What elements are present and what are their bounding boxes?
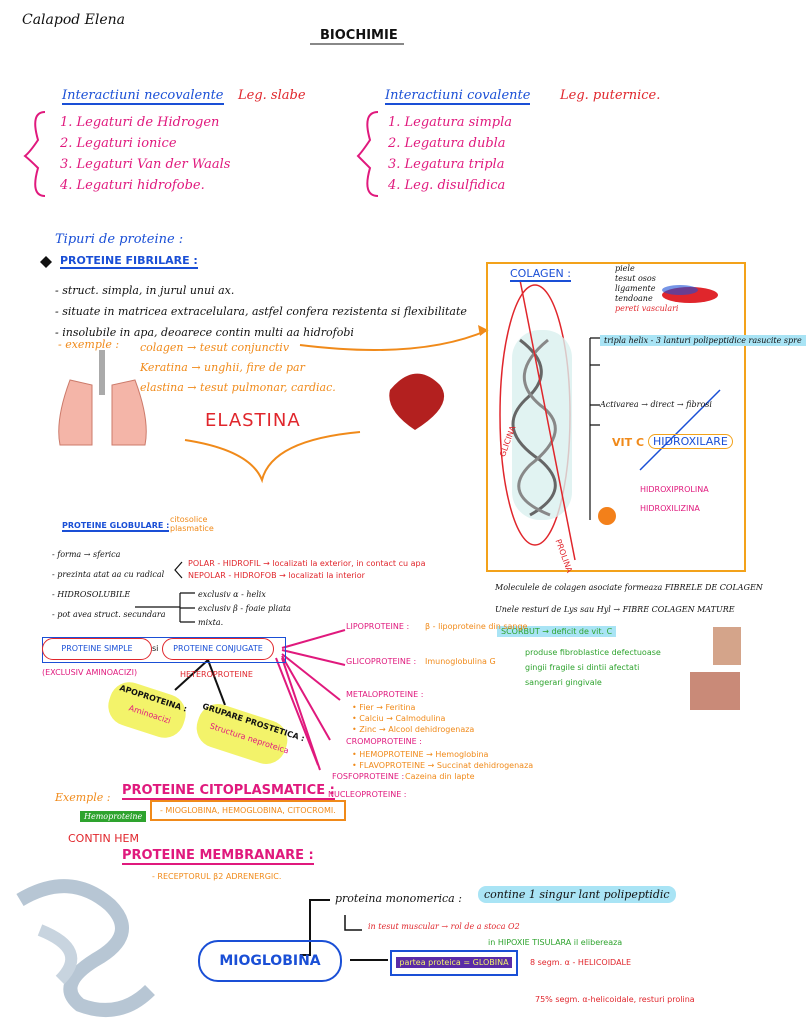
glycoproteins-example: Imunoglobulina G xyxy=(425,657,496,666)
list-item: Keratina → unghii, fire de par xyxy=(140,361,305,374)
membrane-proteins-label: PROTEINE MEMBRANARE : xyxy=(122,848,314,865)
metalloproteins-list: • Fier → Feritina • Calciu → Calmodulina… xyxy=(352,703,475,734)
list-item: piele xyxy=(615,264,635,273)
scurvy-detail-3: sangerari gingivale xyxy=(525,678,602,687)
secondary-structure-options: exclusiv α - helix exclusiv β - foaie pl… xyxy=(198,590,291,627)
noncovalent-heading: Interactiuni necovalente xyxy=(62,88,224,105)
hydroxyproline-label: HIDROXIPROLINA xyxy=(640,485,709,494)
list-item: - HIDROSOLUBILE xyxy=(52,590,131,599)
adrenergic-receptor: - RECEPTORUL β2 ADRENERGIC. xyxy=(152,872,282,881)
hypoxia-note: in HIPOXIE TISULARA il elibereaza xyxy=(488,938,623,947)
phosphoproteins-example: Cazeina din lapte xyxy=(405,772,475,781)
list-item: 2. Legaturi ionice xyxy=(60,136,177,151)
orange-fruit-icon xyxy=(598,507,616,525)
muscle-storage-note: in tesut muscular → rol de a stoca O2 xyxy=(368,922,520,931)
list-item: - forma → sferica xyxy=(52,550,121,559)
scurvy-detail-2: gingii fragile si dintii afectati xyxy=(525,663,640,672)
list-item: 2. Legatura dubla xyxy=(388,136,506,151)
collagen-title: COLAGEN : xyxy=(510,267,571,282)
conjugated-proteins-label: PROTEINE CONJUGATE xyxy=(162,638,274,660)
covalent-heading: Interactiuni covalente xyxy=(385,88,531,105)
phosphoproteins-label: FOSFOPROTEINE : xyxy=(332,772,405,781)
mature-fiber-note: Unele resturi de Lys sau Hyl → FIBRE COL… xyxy=(495,605,735,614)
covalent-arrow-label: Leg. puternice. xyxy=(560,88,661,103)
radical-notes: POLAR - HIDROFIL → localizati la exterio… xyxy=(188,559,426,580)
cytoplasmic-list: - MIOGLOBINA, HEMOGLOBINA, CITOCROMI. xyxy=(150,800,346,821)
list-item: - prezinta atat aa cu radical xyxy=(52,570,165,579)
globular-side-notes: citosolice plasmatice xyxy=(170,515,214,533)
list-item: tendoane xyxy=(615,294,653,303)
monomeric-label: proteina monomerica : xyxy=(335,892,462,905)
helix-percent-note: 75% segm. α-helicoidale, resturi prolina xyxy=(535,995,695,1004)
list-item: 3. Legatura tripla xyxy=(388,157,505,172)
globin-note: partea proteica = GLOBINA xyxy=(390,950,518,976)
list-item: 3. Legaturi Van der Waals xyxy=(60,157,231,172)
myoglobin-label: MIOGLOBINA xyxy=(198,940,342,982)
noncovalent-arrow-label: Leg. slabe xyxy=(238,88,306,103)
chromoproteins-label: CROMOPROTEINE : xyxy=(346,737,422,746)
noncovalent-list: 1. Legaturi de Hidrogen 2. Legaturi ioni… xyxy=(60,112,230,196)
cytoplasmic-proteins-label: PROTEINE CITOPLASMATICE : xyxy=(122,783,335,800)
page-title: BIOCHIMIE xyxy=(320,28,398,43)
protein-types-heading: Tipuri de proteine : xyxy=(55,232,184,247)
covalent-list: 1. Legatura simpla 2. Legatura dubla 3. … xyxy=(388,112,512,196)
vitamin-c-label: VIT C xyxy=(612,436,645,449)
list-item: - pot avea struct. secundara xyxy=(52,610,166,619)
author-name: Calapod Elena xyxy=(22,12,126,28)
globular-points: - forma → sferica - prezinta atat aa cu … xyxy=(52,545,165,625)
heme-note: CONTIN HEM xyxy=(68,832,139,845)
scurvy-note: SCORBUT → deficit de vit. C xyxy=(497,626,617,637)
collagen-box xyxy=(486,262,746,572)
list-item: ligamente xyxy=(615,284,656,293)
heteroproteins-label: HETEROPROTEINE xyxy=(180,670,253,679)
hydroxylysine-label: HIDROXILIZINA xyxy=(640,504,700,513)
list-item: colagen → tesut conjunctiv xyxy=(140,341,290,354)
list-item: 1. Legatura simpla xyxy=(388,115,513,130)
collagen-fiber-note: Moleculele de colagen asociate formeaza … xyxy=(495,583,763,592)
scurvy-detail-1: produse fibroblastice defectuoase xyxy=(525,648,661,657)
and-label: si xyxy=(152,644,159,653)
list-item: - situate in matricea extracelulara, ast… xyxy=(55,305,467,318)
hemoproteins-label: Hemoproteine xyxy=(80,811,147,822)
hydroxylation-label: HIDROXILARE xyxy=(648,434,733,449)
list-item: - struct. simpla, in jurul unui ax. xyxy=(55,284,235,297)
helical-segments-note: 8 segm. α - HELICOIDALE xyxy=(530,958,632,967)
list-item: elastina → tesut pulmonar, cardiac. xyxy=(140,381,336,394)
simple-proteins-note: (EXCLUSIV AMINOACIZI) xyxy=(42,668,138,677)
lipoproteins-example: β - lipoproteine din sange xyxy=(425,622,528,631)
elastin-label: ELASTINA xyxy=(205,410,301,431)
nucleoproteins-label: NUCLEOPROTEINE : xyxy=(328,790,407,799)
collagen-step-activation: Activarea → direct → fibrosi xyxy=(600,400,712,409)
examples-label: - exemple : xyxy=(58,338,120,351)
lipoproteins-label: LIPOPROTEINE : xyxy=(346,622,410,631)
list-item: tesut osos xyxy=(615,274,656,283)
fibrillar-points: - struct. simpla, in jurul unui ax. - si… xyxy=(55,280,467,343)
single-chain-note: contine 1 singur lant polipeptidic xyxy=(478,886,676,903)
list-item: pereti vasculari xyxy=(615,304,679,313)
triple-helix-note: tripla helix - 3 lanturi polipeptidice r… xyxy=(600,335,806,346)
glycoproteins-label: GLICOPROTEINE : xyxy=(346,657,417,666)
annotation-lines xyxy=(16,43,741,1017)
metalloproteins-label: METALOPROTEINE : xyxy=(346,690,424,699)
fibrillar-examples: colagen → tesut conjunctiv Keratina → un… xyxy=(140,338,336,398)
simple-proteins-label: PROTEINE SIMPLE xyxy=(42,638,152,660)
collagen-locations: piele tesut osos ligamente tendoane pere… xyxy=(615,264,678,314)
examples-section-label: Exemple : xyxy=(55,791,111,804)
fibrillar-label: PROTEINE FIBRILARE : xyxy=(60,254,198,269)
globular-label: PROTEINE GLOBULARE : xyxy=(62,521,170,532)
list-item: 1. Legaturi de Hidrogen xyxy=(60,115,220,130)
list-item: 4. Legaturi hidrofobe. xyxy=(60,178,205,193)
list-item: - insolubile in apa, deoarece contin mul… xyxy=(55,326,354,339)
list-item: 4. Leg. disulfidica xyxy=(388,178,506,193)
chromoproteins-list: • HEMOPROTEINE → Hemoglobina • FLAVOPROT… xyxy=(352,750,534,770)
